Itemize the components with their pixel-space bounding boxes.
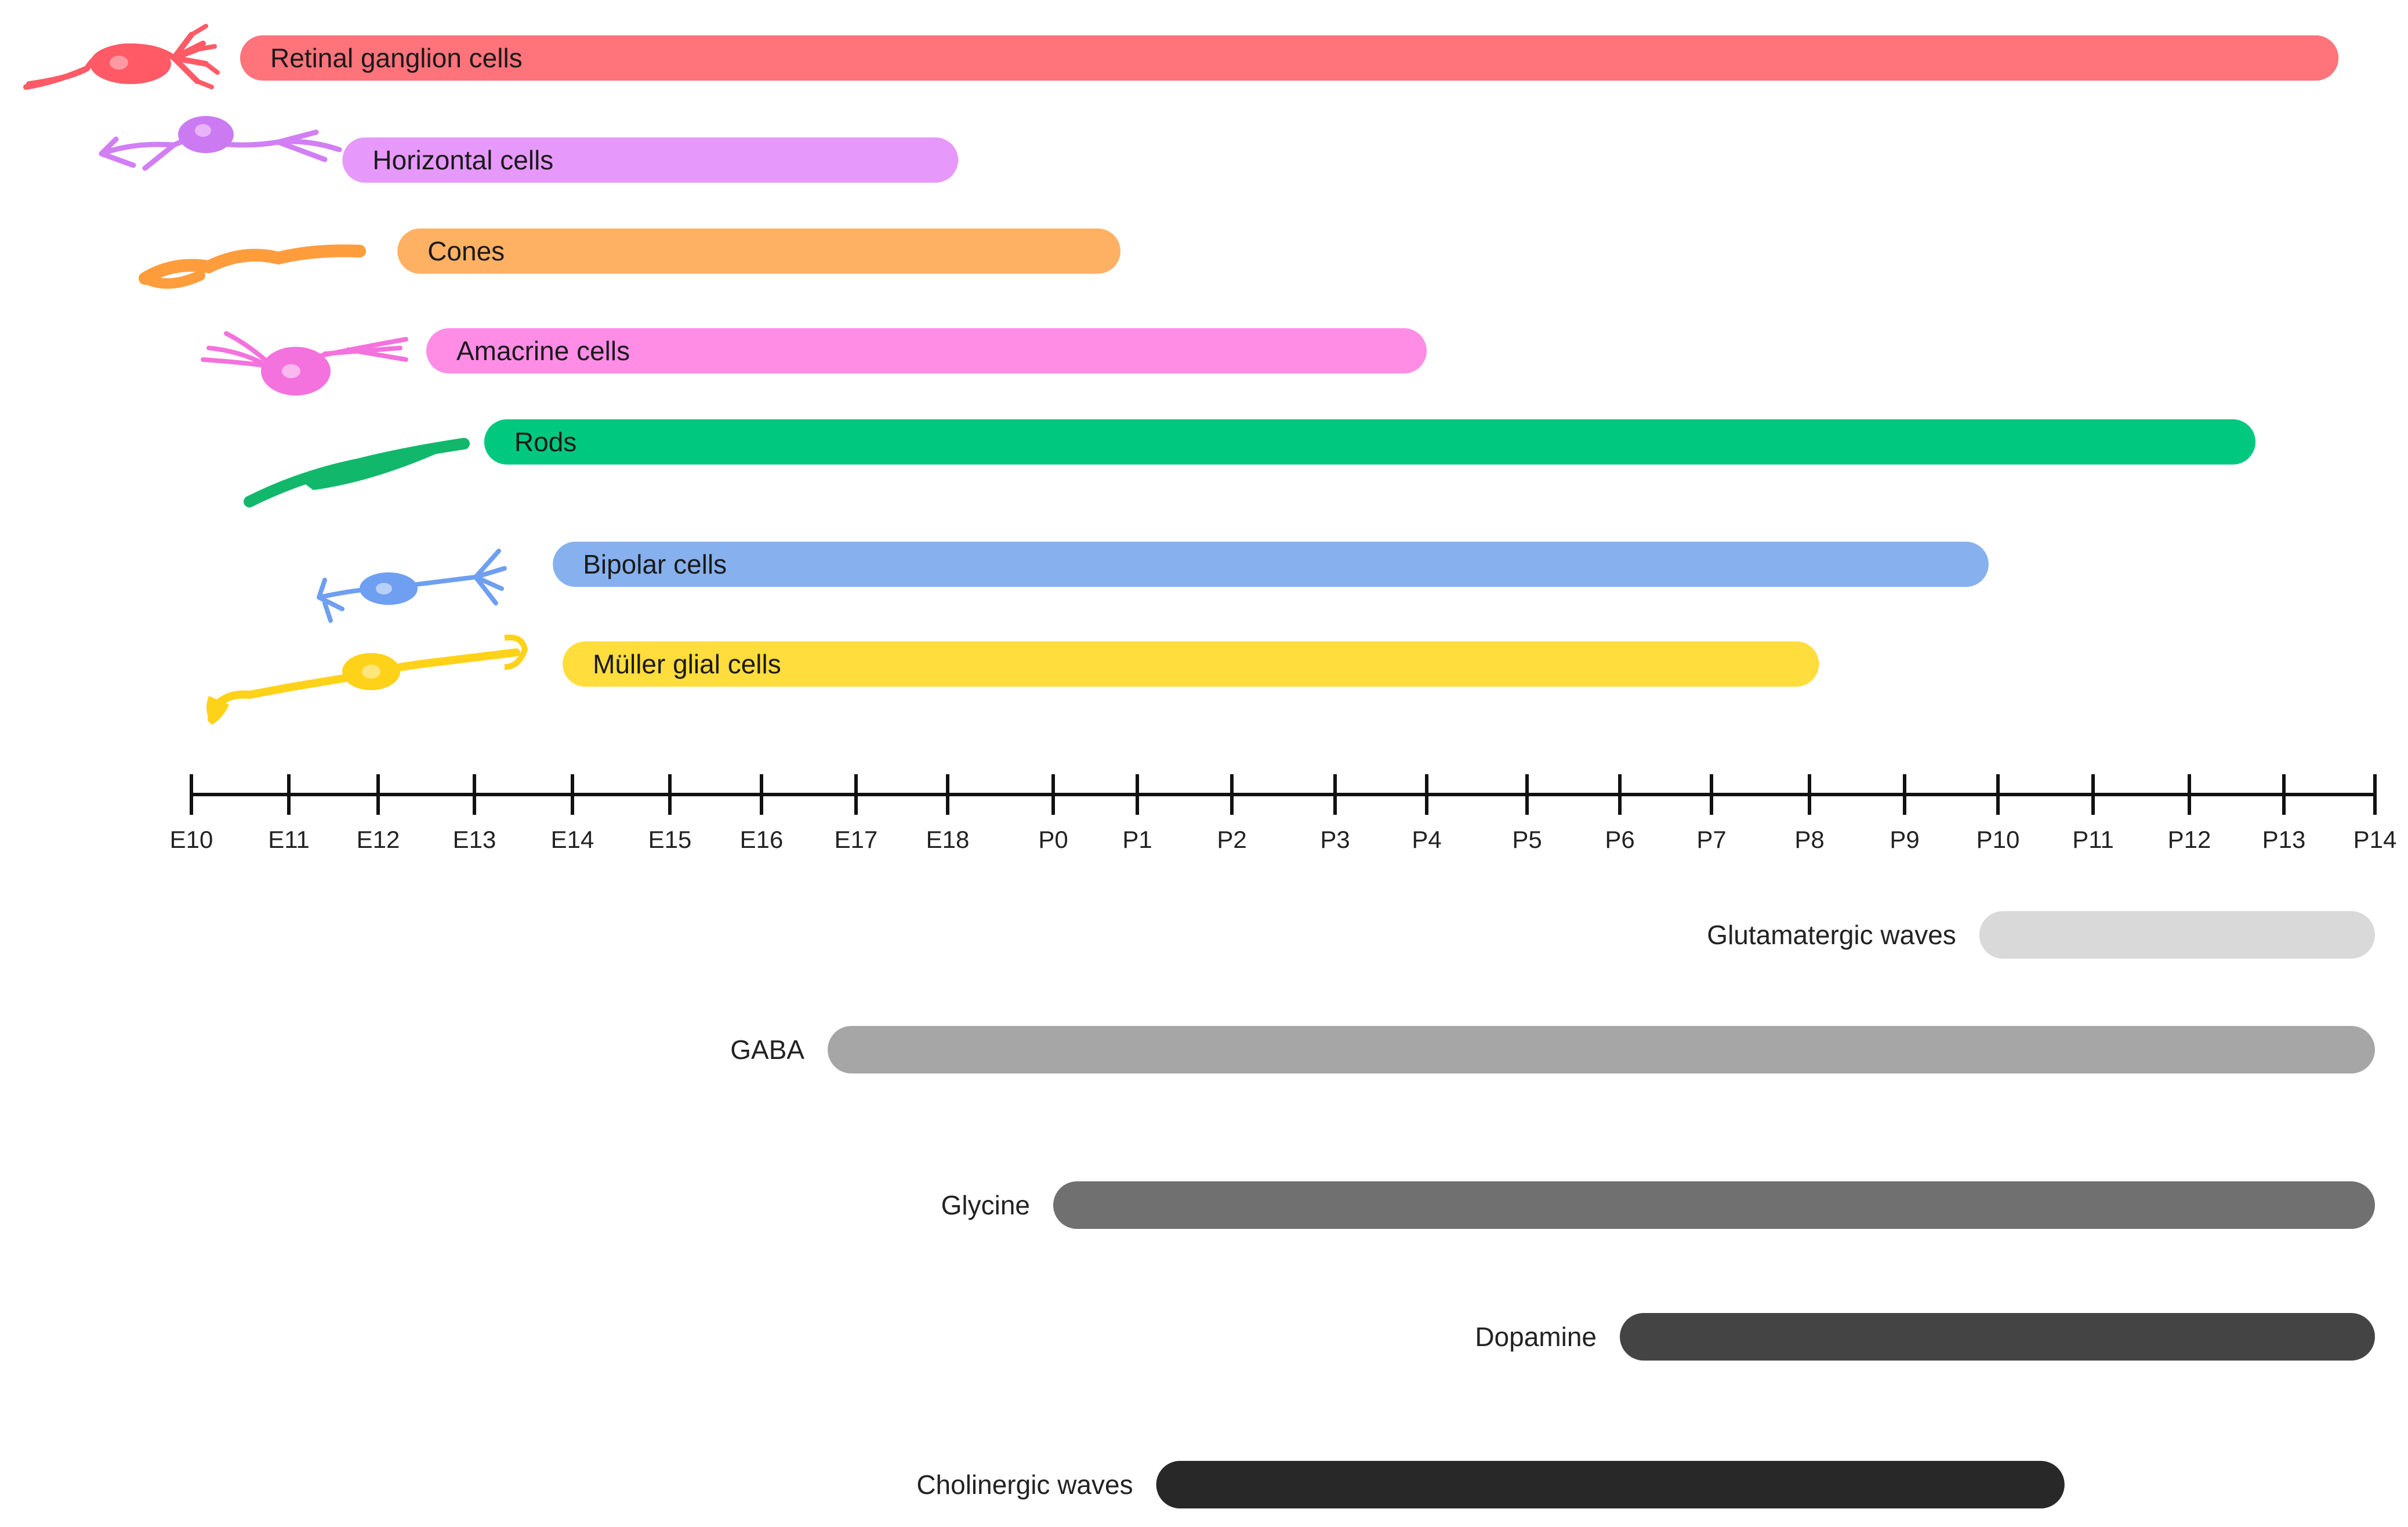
rod-icon — [244, 438, 470, 507]
amacrine-cell-icon — [201, 331, 408, 396]
signal-bar — [1053, 1181, 2375, 1229]
cell-type-bar — [563, 641, 1819, 687]
muller-glial-cell-icon — [206, 634, 528, 725]
signal-row: Glutamatergic waves — [1707, 911, 2375, 959]
axis-tick-label: P4 — [1412, 826, 1441, 853]
signal-label: Dopamine — [1475, 1322, 1597, 1352]
signal-bar — [1979, 911, 2375, 959]
cone-icon — [139, 244, 366, 289]
signal-bar — [1620, 1313, 2375, 1361]
axis-tick-label: P2 — [1217, 826, 1246, 853]
signal-label: GABA — [730, 1035, 804, 1065]
cell-type-row: Müller glial cells — [563, 641, 1819, 687]
axis-tick-label: E16 — [740, 826, 784, 853]
cell-type-bar — [397, 228, 1121, 274]
cell-type-bar — [553, 542, 1989, 587]
cell-type-bar — [484, 419, 2256, 465]
axis-tick-label: P1 — [1122, 826, 1152, 853]
signal-label: Glycine — [941, 1190, 1030, 1220]
signal-row: Glycine — [941, 1181, 2375, 1229]
axis-tick-label: E18 — [926, 826, 970, 853]
bipolar-cell-icon — [317, 549, 507, 623]
axis-tick-label: P14 — [2353, 826, 2397, 853]
axis-tick-label: P6 — [1605, 826, 1634, 853]
cell-type-bar — [426, 328, 1427, 373]
signal-row: Cholinergic waves — [916, 1461, 2065, 1508]
cell-type-label: Retinal ganglion cells — [270, 43, 523, 73]
horizontal-cell-icon — [99, 116, 342, 171]
signal-bar — [1156, 1461, 2065, 1508]
timeline-axis: E10 E11 E12 E13 E14 E15 E16 E17 E18 P0 P1 P2 P3 P4 P5 P… — [170, 774, 2397, 853]
cell-type-bar — [342, 137, 959, 183]
signal-row: GABA — [730, 1026, 2375, 1073]
axis-tick-label: P13 — [2262, 826, 2306, 853]
axis-tick-label: E17 — [835, 826, 878, 853]
axis-tick-label: E10 — [170, 826, 213, 853]
cell-type-bar — [240, 35, 2339, 81]
axis-tick-label: P7 — [1696, 826, 1726, 853]
signal-row: Dopamine — [1475, 1313, 2375, 1361]
cell-type-row: Cones — [397, 228, 1121, 274]
cell-type-row: Rods — [484, 419, 2256, 465]
cell-type-label: Rods — [514, 427, 576, 457]
axis-tick-label: P8 — [1794, 826, 1824, 853]
cell-type-label: Amacrine cells — [456, 336, 630, 366]
signal-label: Glutamatergic waves — [1707, 920, 1956, 950]
cell-type-row: Amacrine cells — [426, 328, 1427, 373]
axis-tick-label: E15 — [648, 826, 692, 853]
axis-tick-label: E11 — [268, 826, 310, 853]
axis-tick-label: P5 — [1512, 826, 1542, 853]
signal-bar — [828, 1026, 2375, 1073]
axis-tick-label: P0 — [1038, 826, 1068, 853]
cell-type-label: Müller glial cells — [593, 649, 781, 679]
axis-tick-label: P10 — [1977, 826, 2020, 853]
retinal-ganglion-cell-icon — [23, 24, 220, 90]
axis-tick-label: E14 — [551, 826, 594, 853]
cell-type-row: Bipolar cells — [553, 542, 1989, 587]
cell-type-label: Bipolar cells — [583, 549, 727, 579]
axis-tick-label: P11 — [2072, 826, 2114, 853]
cell-type-label: Horizontal cells — [372, 145, 553, 175]
cell-type-label: Cones — [427, 236, 505, 266]
axis-tick-label: E12 — [357, 826, 400, 853]
axis-tick-label: P9 — [1890, 826, 1919, 853]
signal-label: Cholinergic waves — [916, 1470, 1133, 1500]
axis-tick-label: E13 — [453, 826, 496, 853]
cell-icons — [23, 24, 528, 725]
axis-tick-label: P3 — [1320, 826, 1350, 853]
axis-tick-label: P12 — [2168, 826, 2211, 853]
cell-type-row: Horizontal cells — [342, 137, 959, 183]
cell-type-row: Retinal ganglion cells — [240, 35, 2339, 81]
